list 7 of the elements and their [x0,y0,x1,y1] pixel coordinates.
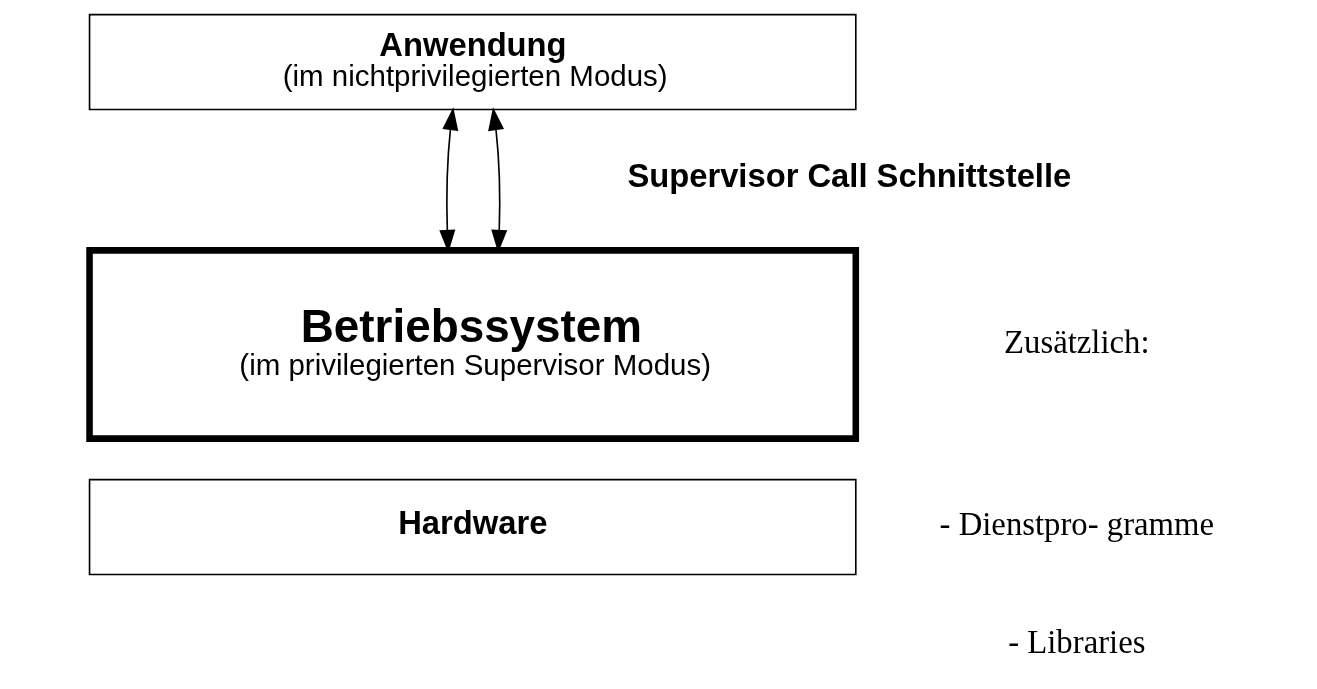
label: Supervisor Call Schnittstelle [627,156,1072,194]
label: Zusätzlich: [1004,323,1150,360]
node-box: Anwendung (im nichtprivilegierten Modus) [88,13,857,111]
node-box: Hardware [88,478,857,576]
label: - Libraries [1008,624,1146,661]
label: - Dienstpro- gramme [939,506,1215,543]
node-box: Betriebssystem (im privilegierten Supervisor Modus) [86,247,860,442]
